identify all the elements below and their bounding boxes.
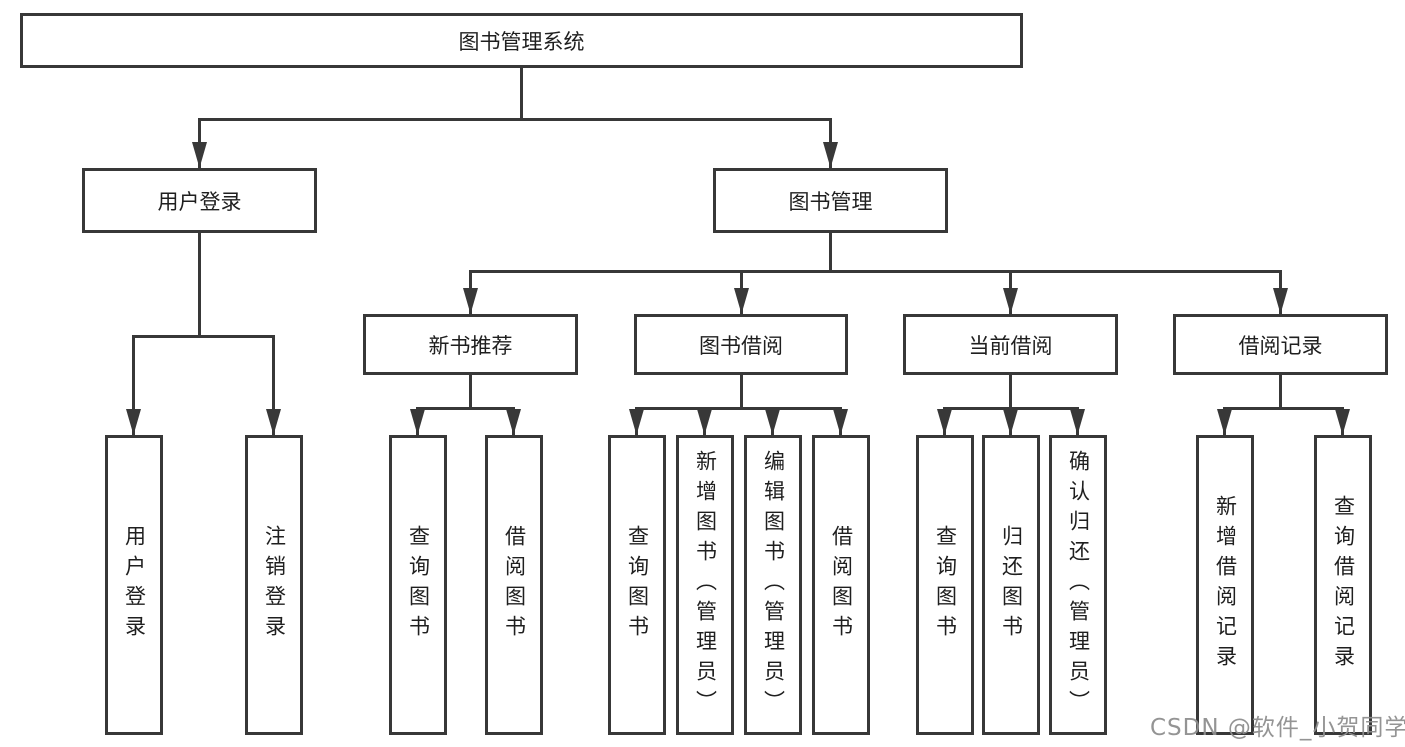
node-borrow-records: 借阅记录 xyxy=(1173,314,1388,375)
arrow-icon xyxy=(126,409,141,435)
arrow-icon xyxy=(734,288,749,314)
node-label: 查询图书 xyxy=(933,525,958,645)
node-leaf-add-borrow-record: 新增借阅记录 xyxy=(1196,435,1254,735)
node-label: 查询图书 xyxy=(625,525,650,645)
arrow-icon xyxy=(1070,409,1085,435)
node-leaf-user-login: 用户登录 xyxy=(105,435,163,735)
node-label: 用户登录 xyxy=(122,525,147,645)
node-label: 用户登录 xyxy=(157,189,242,214)
arrow-icon xyxy=(629,409,644,435)
node-leaf-query-books-current: 查询图书 xyxy=(916,435,974,735)
arrow-icon xyxy=(192,142,207,168)
node-leaf-add-book-admin: 新增图书（管理员） xyxy=(676,435,734,735)
arrow-icon xyxy=(765,409,780,435)
node-book-borrow: 图书借阅 xyxy=(634,314,848,375)
arrow-icon xyxy=(1273,288,1288,314)
arrow-icon xyxy=(823,142,838,168)
node-book-management: 图书管理 xyxy=(713,168,948,233)
node-label: 新增图书（管理员） xyxy=(693,450,718,720)
node-leaf-logout-login: 注销登录 xyxy=(245,435,303,735)
connector-root xyxy=(198,68,832,168)
node-label: 确认归还（管理员） xyxy=(1066,450,1091,720)
node-label: 图书管理系统 xyxy=(458,29,585,54)
node-leaf-confirm-return-admin: 确认归还（管理员） xyxy=(1049,435,1107,735)
connector-new-book-recommend xyxy=(416,375,515,435)
arrow-icon xyxy=(1003,409,1018,435)
node-label: 查询图书 xyxy=(406,525,431,645)
node-label: 图书管理 xyxy=(788,189,873,214)
node-label: 新书推荐 xyxy=(428,333,513,358)
arrow-icon xyxy=(1003,288,1018,314)
arrow-icon xyxy=(1335,409,1350,435)
connector-book-management xyxy=(469,233,1282,314)
node-leaf-borrow-books-borrow: 借阅图书 xyxy=(812,435,870,735)
connector-book-borrow xyxy=(635,375,842,435)
node-label: 新增借阅记录 xyxy=(1213,495,1238,675)
node-leaf-query-borrow-record: 查询借阅记录 xyxy=(1314,435,1372,735)
node-label: 图书借阅 xyxy=(699,333,783,358)
arrow-icon xyxy=(506,409,521,435)
node-label: 查询借阅记录 xyxy=(1331,495,1356,675)
node-label: 编辑图书（管理员） xyxy=(761,450,786,720)
node-label: 当前借阅 xyxy=(968,333,1053,358)
arrow-icon xyxy=(1217,409,1232,435)
arrow-icon xyxy=(266,409,281,435)
node-label: 归还图书 xyxy=(999,525,1024,645)
arrow-icon xyxy=(937,409,952,435)
node-label: 注销登录 xyxy=(262,525,287,645)
node-label: 借阅图书 xyxy=(502,525,527,645)
node-leaf-borrow-books-recommend: 借阅图书 xyxy=(485,435,543,735)
arrow-icon xyxy=(410,409,425,435)
node-user-login: 用户登录 xyxy=(82,168,317,233)
node-new-book-recommend: 新书推荐 xyxy=(363,314,578,375)
arrowheads xyxy=(126,142,1350,435)
arrow-icon xyxy=(697,409,712,435)
csdn-watermark: CSDN @软件_小贺同学 xyxy=(1150,715,1405,741)
node-leaf-query-books-borrow: 查询图书 xyxy=(608,435,666,735)
node-leaf-query-books-recommend: 查询图书 xyxy=(389,435,447,735)
node-leaf-return-book: 归还图书 xyxy=(982,435,1040,735)
arrow-icon xyxy=(463,288,478,314)
node-label: 借阅图书 xyxy=(829,525,854,645)
arrow-icon xyxy=(833,409,848,435)
connector-borrow-records xyxy=(1223,375,1344,435)
node-leaf-edit-book-admin: 编辑图书（管理员） xyxy=(744,435,802,735)
node-current-borrow: 当前借阅 xyxy=(903,314,1118,375)
connector-user-login xyxy=(132,233,275,435)
node-library-system: 图书管理系统 xyxy=(20,13,1023,68)
node-label: 借阅记录 xyxy=(1238,333,1323,358)
